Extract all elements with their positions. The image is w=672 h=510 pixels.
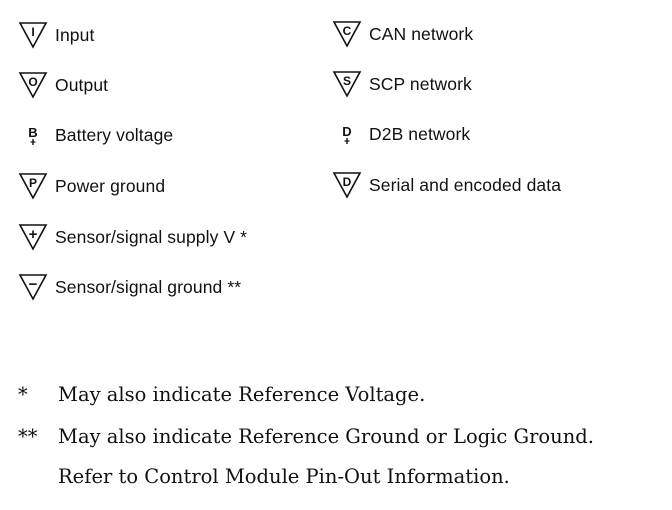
legend-item-d2b-network: D D2B network [332, 119, 470, 149]
svg-text:D: D [342, 124, 351, 139]
footnote-reference-ground: ** May also indicate Reference Ground or… [18, 425, 594, 448]
can-network-symbol-icon: C [332, 19, 362, 49]
sensor-ground-label: Sensor/signal ground ** [55, 276, 242, 297]
power-ground-symbol-icon: P [18, 171, 48, 201]
footnote-text: Refer to Control Module Pin-Out Informat… [58, 465, 510, 488]
output-label: Output [55, 74, 109, 95]
serial-data-label: Serial and encoded data [369, 174, 562, 195]
svg-text:B: B [28, 125, 37, 140]
legend-item-scp-network: S SCP network [332, 69, 472, 99]
d2b-network-label: D2B network [369, 123, 471, 144]
legend-item-battery-voltage: B Battery voltage [18, 120, 173, 150]
scp-network-symbol-icon: S [332, 69, 362, 99]
svg-text:I: I [31, 25, 34, 39]
battery-voltage-symbol-icon: B [18, 120, 48, 150]
legend-item-input: I Input [18, 20, 94, 50]
input-symbol-icon: I [18, 20, 48, 50]
legend-item-serial-data: D Serial and encoded data [332, 170, 561, 200]
legend-item-sensor-supply: + Sensor/signal supply V * [18, 222, 247, 252]
svg-text:−: − [29, 276, 38, 293]
footnote-reference-voltage: * May also indicate Reference Voltage. [18, 383, 425, 406]
power-ground-label: Power ground [55, 175, 166, 196]
svg-text:S: S [343, 74, 351, 88]
svg-text:P: P [29, 176, 37, 190]
footnote-mark: * [18, 383, 28, 406]
footnote-text: May also indicate Reference Ground or Lo… [58, 425, 594, 448]
output-symbol-icon: O [18, 70, 48, 100]
scp-network-label: SCP network [369, 73, 472, 94]
serial-data-symbol-icon: D [332, 170, 362, 200]
battery-voltage-label: Battery voltage [55, 124, 174, 145]
footnote-text: May also indicate Reference Voltage. [58, 383, 426, 406]
legend-item-output: O Output [18, 70, 108, 100]
svg-text:O: O [28, 75, 37, 89]
svg-text:C: C [343, 24, 352, 38]
legend-item-can-network: C CAN network [332, 19, 473, 49]
input-label: Input [55, 24, 95, 45]
legend-item-sensor-ground: − Sensor/signal ground ** [18, 272, 241, 302]
footnote-mark [18, 465, 58, 488]
footnote-mark: ** [18, 425, 38, 448]
footnote-pinout-reference: Refer to Control Module Pin-Out Informat… [18, 465, 510, 488]
sensor-ground-symbol-icon: − [18, 272, 48, 302]
legend-item-power-ground: P Power ground [18, 171, 165, 201]
sensor-supply-label: Sensor/signal supply V * [55, 226, 248, 247]
sensor-supply-symbol-icon: + [18, 222, 48, 252]
svg-text:D: D [343, 175, 352, 189]
svg-text:+: + [29, 226, 38, 243]
d2b-network-symbol-icon: D [332, 119, 362, 149]
can-network-label: CAN network [369, 23, 474, 44]
